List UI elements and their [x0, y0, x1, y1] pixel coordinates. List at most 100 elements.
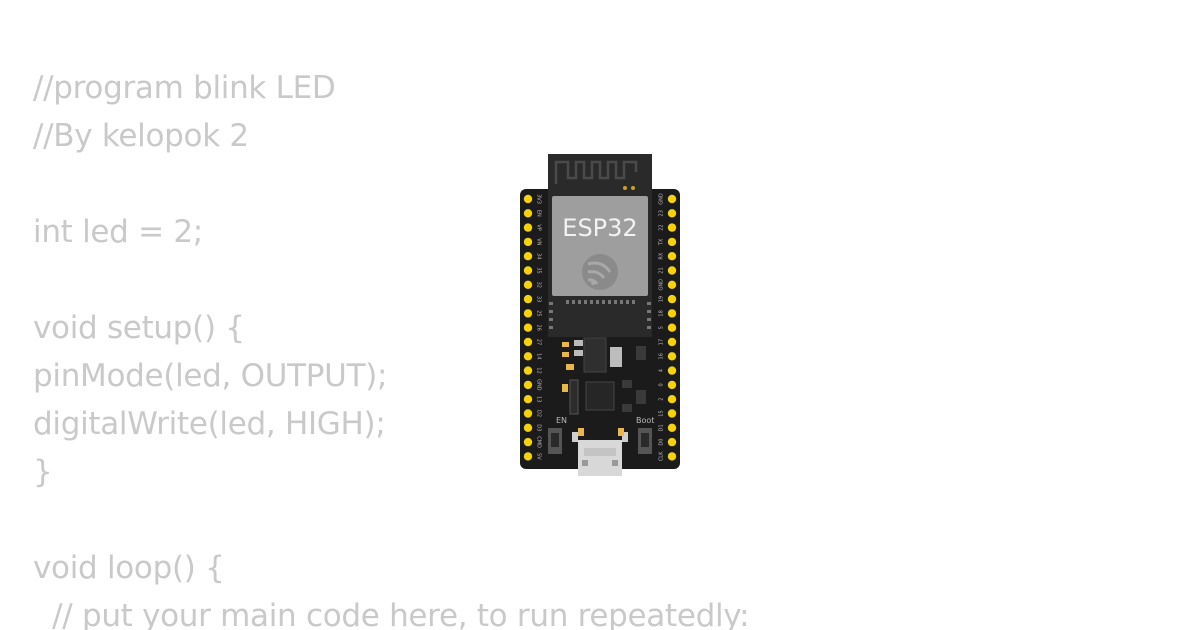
- pin-label-left-10: 27: [536, 339, 542, 345]
- pin-label-right-6: GND: [659, 279, 665, 291]
- pin-label-right-0: GND: [659, 193, 665, 205]
- code-line: digitalWrite(led, HIGH);: [33, 406, 386, 442]
- code-line: //By kelopok 2: [33, 118, 249, 154]
- header-pin-left-7[interactable]: [523, 294, 533, 304]
- esp32-devkit-board[interactable]: ESP32 EN: [518, 152, 682, 478]
- pin-label-left-0: 3V3: [536, 194, 542, 204]
- code-line: [33, 496, 1183, 544]
- header-pin-right-12[interactable]: [667, 366, 677, 375]
- antenna-trace: [554, 160, 638, 184]
- pin-label-left-6: 32: [536, 282, 542, 288]
- header-pin-left-13[interactable]: [523, 380, 533, 390]
- pin-label-left-14: 13: [536, 396, 542, 402]
- header-pin-right-1[interactable]: [667, 209, 677, 218]
- pin-label-left-1: EN: [536, 210, 542, 217]
- header-pin-left-4[interactable]: [523, 252, 533, 261]
- header-pin-right-4[interactable]: [667, 252, 677, 261]
- pin-label-left-18: 5V: [536, 453, 542, 460]
- header-pin-right-3[interactable]: [667, 237, 677, 247]
- header-pin-right-17[interactable]: [667, 437, 677, 447]
- boot-button[interactable]: [638, 428, 652, 454]
- code-line: void setup() {: [33, 310, 245, 346]
- pin-label-left-16: D3: [536, 424, 542, 431]
- header-pin-left-18[interactable]: [523, 452, 533, 461]
- left-header-pins: [523, 194, 533, 461]
- code-line: int led = 2;: [33, 214, 203, 250]
- pin-label-right-17: D0: [659, 439, 665, 446]
- header-pin-left-5[interactable]: [523, 266, 533, 275]
- pin-label-right-15: 15: [659, 410, 665, 416]
- pin-label-right-13: 0: [659, 383, 665, 386]
- code-line: // put your main code here, to run repea…: [33, 598, 750, 630]
- header-pin-right-0[interactable]: [667, 194, 677, 204]
- right-header-pins: [667, 194, 677, 461]
- pin-label-left-12: 12: [536, 367, 542, 373]
- header-pin-left-16[interactable]: [523, 423, 533, 432]
- header-pin-left-6[interactable]: [523, 280, 533, 289]
- pin-label-right-10: 17: [659, 339, 665, 345]
- pin-label-right-9: 5: [659, 326, 665, 329]
- header-pin-right-5[interactable]: [667, 266, 677, 275]
- header-pin-right-18[interactable]: [667, 452, 677, 461]
- pin-label-left-17: CMD: [536, 436, 542, 448]
- header-pin-right-14[interactable]: [667, 395, 677, 404]
- header-pin-left-0[interactable]: [523, 194, 533, 204]
- pin-label-left-4: 34: [536, 253, 542, 259]
- header-pin-right-15[interactable]: [667, 409, 677, 418]
- pin-label-left-9: 26: [536, 325, 542, 331]
- pin-label-left-13: GND: [536, 379, 542, 391]
- pin-label-right-2: 22: [659, 224, 665, 230]
- header-pin-right-6[interactable]: [667, 280, 677, 289]
- pin-label-left-7: 33: [536, 296, 542, 302]
- header-pin-left-17[interactable]: [523, 437, 533, 447]
- pin-label-right-18: CLK: [659, 451, 665, 461]
- code-line: //program blink LED: [33, 70, 336, 106]
- code-editor: //program blink LED //By kelopok 2 int l…: [33, 64, 1183, 630]
- header-pin-left-2[interactable]: [523, 223, 533, 232]
- header-pin-left-15[interactable]: [523, 409, 533, 418]
- header-pin-right-7[interactable]: [667, 294, 677, 304]
- header-pin-left-3[interactable]: [523, 237, 533, 247]
- pin-label-left-8: 25: [536, 310, 542, 316]
- header-pin-left-14[interactable]: [523, 395, 533, 404]
- voltage-regulator: [583, 337, 607, 373]
- header-pin-left-9[interactable]: [523, 323, 533, 332]
- pin-label-right-11: 16: [659, 353, 665, 359]
- header-pin-right-13[interactable]: [667, 380, 677, 390]
- header-pin-left-11[interactable]: [523, 352, 533, 361]
- header-pin-right-8[interactable]: [667, 309, 677, 318]
- header-pin-right-10[interactable]: [667, 337, 677, 347]
- header-pin-right-9[interactable]: [667, 323, 677, 332]
- header-pin-left-8[interactable]: [523, 309, 533, 318]
- header-pin-right-11[interactable]: [667, 352, 677, 361]
- pin-label-right-16: D1: [659, 424, 665, 431]
- pin-label-left-15: D2: [536, 410, 542, 417]
- usb-uart-chip: [585, 381, 615, 411]
- boot-button-label: Boot: [636, 416, 654, 425]
- code-line: }: [33, 454, 53, 490]
- pin-label-right-14: 2: [659, 398, 665, 401]
- micro-usb-port[interactable]: [572, 432, 628, 476]
- pin-label-left-11: 14: [536, 353, 542, 359]
- pin-label-right-4: RX: [659, 252, 665, 259]
- pin-label-right-3: TX: [659, 238, 665, 246]
- header-pin-left-1[interactable]: [523, 209, 533, 218]
- pin-label-left-3: VN: [536, 238, 542, 245]
- header-pin-right-16[interactable]: [667, 423, 677, 432]
- metal-shield: [552, 196, 648, 296]
- header-pin-left-12[interactable]: [523, 366, 533, 375]
- pin-label-right-12: 4: [659, 369, 665, 372]
- header-pin-left-10[interactable]: [523, 337, 533, 347]
- header-pin-right-2[interactable]: [667, 223, 677, 232]
- pin-label-right-8: 18: [659, 310, 665, 316]
- chip-label: ESP32: [562, 214, 637, 242]
- espressif-logo-icon: [582, 254, 618, 290]
- pin-label-left-5: 35: [536, 267, 542, 273]
- en-button[interactable]: [548, 428, 562, 454]
- pin-label-left-2: VP: [536, 224, 542, 230]
- power-led: [578, 428, 584, 436]
- en-button-label: EN: [556, 416, 567, 425]
- code-line: void loop() {: [33, 550, 225, 586]
